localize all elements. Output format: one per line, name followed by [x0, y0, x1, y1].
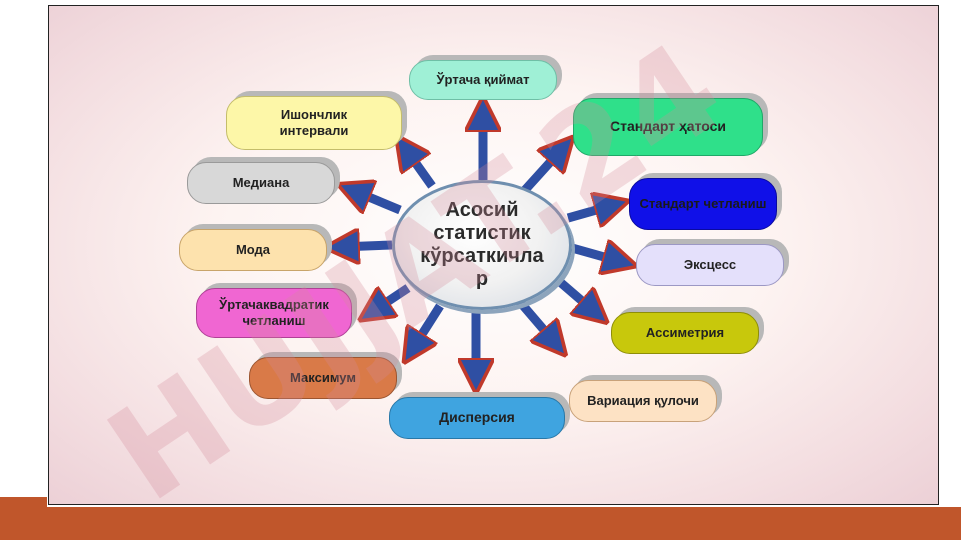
bottom-accent-bar: [0, 497, 961, 540]
node-dispersiya: Дисперсия: [389, 397, 565, 439]
node-urtachakvadratik: Ўртачаквадратик четланиш: [196, 288, 352, 338]
node-dispersiya-label: Дисперсия: [439, 409, 515, 426]
arrow-to-eksess: [570, 248, 622, 262]
arrow-to-moda: [340, 245, 393, 247]
node-ishonchlik-line2: интервали: [279, 123, 349, 138]
node-assimetriya-label: Ассиметрия: [645, 324, 725, 340]
node-ishonchlik-intervali: Ишончлик интервали: [226, 96, 402, 150]
node-eksess-label: Эксцесс: [683, 256, 737, 272]
node-urtachakvadratik-line2: четланиш: [242, 313, 306, 328]
node-standart-xatosi-label: Стандарт ҳатоси: [610, 118, 726, 135]
center-ellipse: Асосий статистик кўрсаткичла р: [392, 180, 572, 310]
node-moda-label: Мода: [235, 241, 271, 257]
node-variatsiya-qulochi: Вариация қулочи: [569, 380, 717, 422]
arrow-to-mediana: [352, 190, 402, 210]
node-mediana-label: Медиана: [232, 174, 290, 190]
node-standart-xatosi: Стандарт ҳатоси: [573, 98, 763, 156]
node-standart-chetlanish-label: Стандарт четланиш: [639, 195, 767, 211]
arrow-to-ishonchlik: [405, 148, 436, 189]
arrow-to-variatsiya: [516, 299, 556, 344]
center-label: Асосий статистик кўрсаткичла р: [420, 199, 544, 290]
arrow-to-assimetriya: [557, 278, 596, 313]
bottom-accent-notch: [0, 497, 47, 507]
arrow-to-ortacha-kv-top: [412, 303, 444, 350]
node-urtachakvadratik-line1: Ўртачаквадратик: [219, 296, 329, 312]
node-assimetriya: Ассиметрия: [611, 312, 759, 354]
node-mediana: Медиана: [187, 162, 335, 204]
node-maksimum-label: Максимум: [290, 369, 356, 385]
node-variatsiya-qulochi-label: Вариация қулочи: [587, 392, 699, 408]
node-moda: Мода: [179, 229, 327, 271]
arrow-to-ortacha-kv: [372, 284, 411, 312]
node-ishonchlik-line1: Ишончлик: [280, 106, 348, 122]
arrow-to-standart-chetlanish: [566, 205, 614, 218]
node-urtacha-qiymat-label: Ўртача қиймат: [436, 71, 530, 87]
node-maksimum: Максимум: [249, 357, 397, 399]
node-standart-chetlanish: Стандарт четланиш: [629, 178, 777, 230]
arrow-to-standart-xatosi: [521, 148, 563, 194]
svg-text:HUJJAT.24: HUJJAT.24: [82, 13, 748, 531]
node-urtacha-qiymat: Ўртача қиймат: [409, 60, 557, 100]
node-eksess: Эксцесс: [636, 244, 784, 286]
